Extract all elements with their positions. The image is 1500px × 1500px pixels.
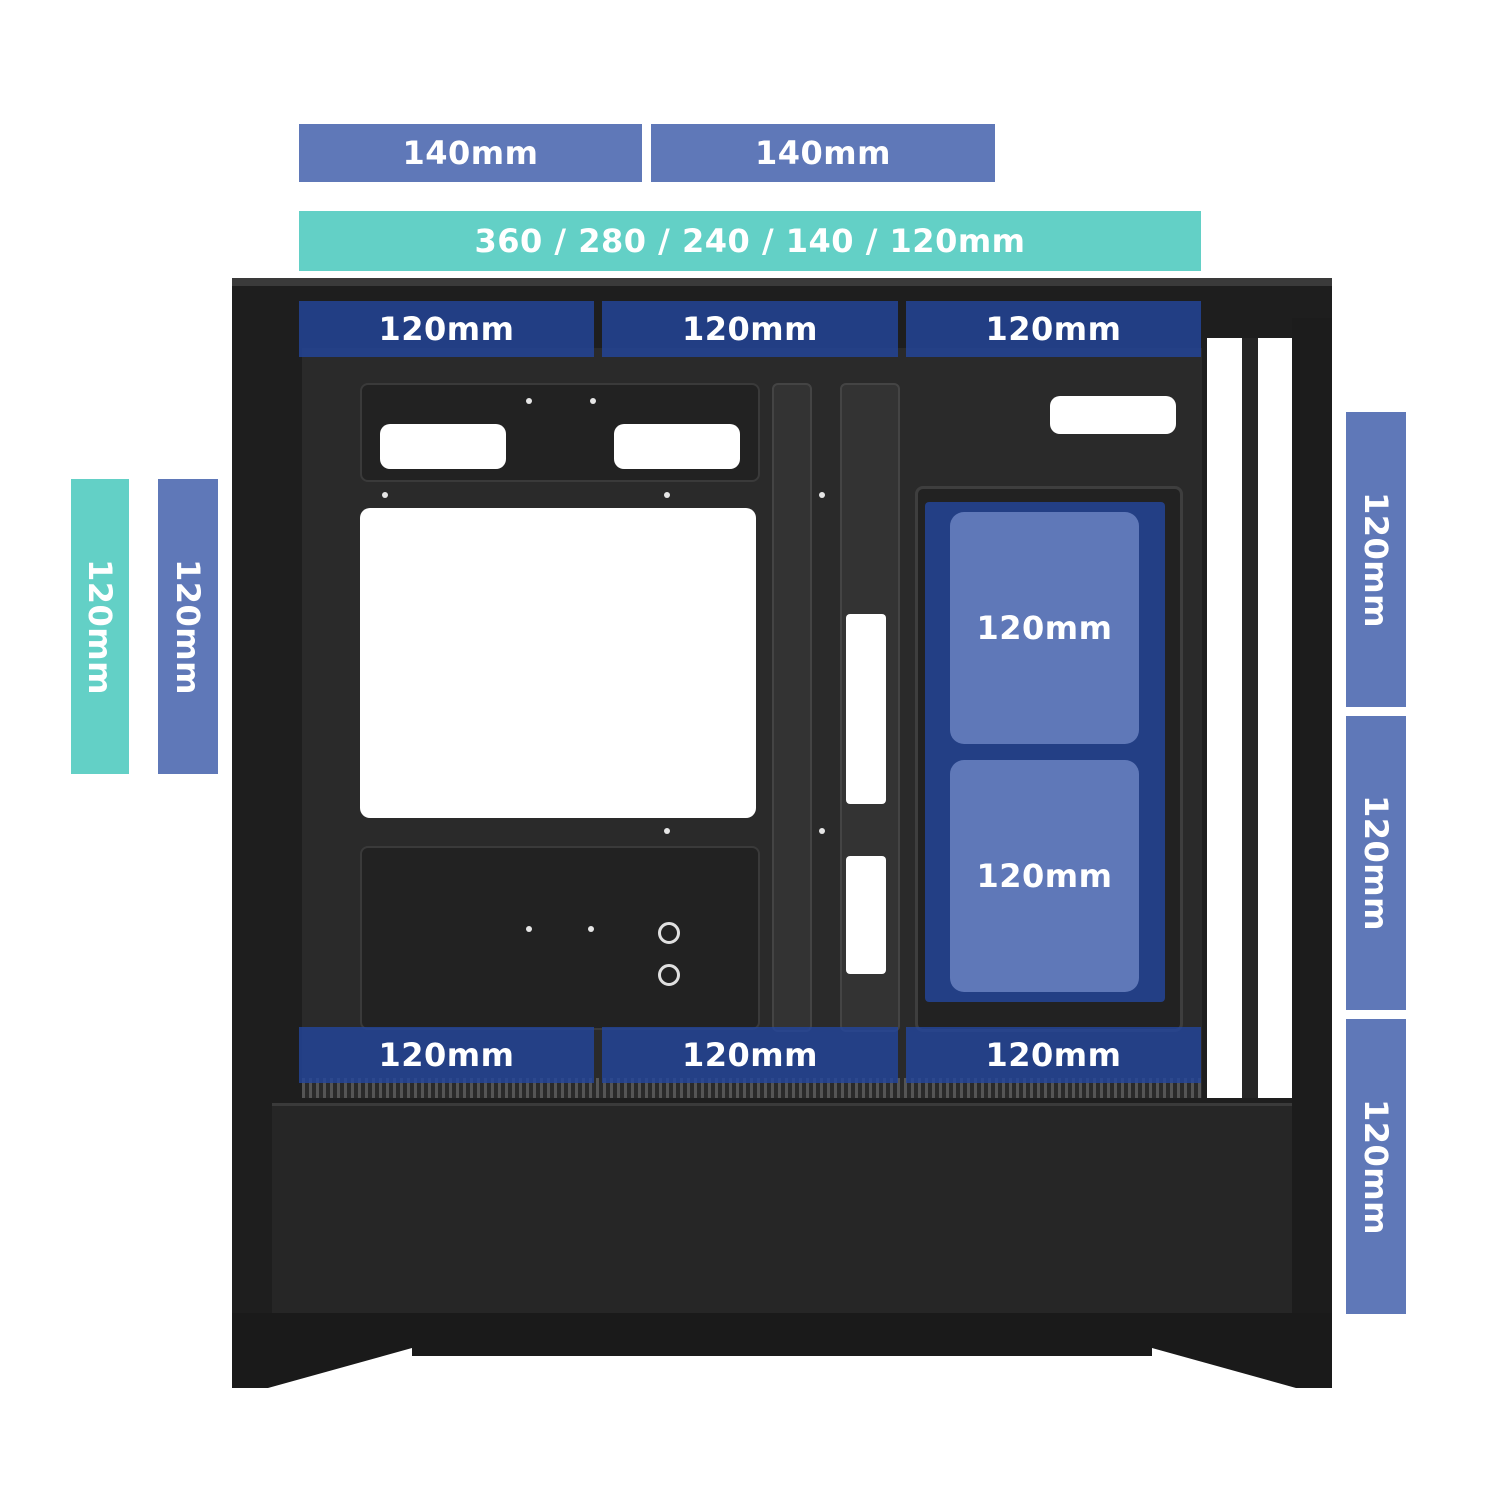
front-pillar [1292, 318, 1332, 1348]
psu-shroud [272, 1103, 1292, 1316]
top-fan-label-2: 140mm [651, 124, 995, 182]
front-fan-label-2: 120mm [1346, 716, 1406, 1010]
inner-top-fan-2: 120mm [602, 301, 898, 357]
inner-bottom-fan-3: 120mm [906, 1027, 1201, 1083]
inner-bottom-fan-2: 120mm [602, 1027, 898, 1083]
foot-left [232, 1348, 412, 1388]
screw-hole-1 [658, 922, 680, 944]
vertical-rail-1 [772, 383, 812, 1032]
front-rail [1242, 338, 1258, 1098]
pc-case [232, 278, 1332, 1388]
rail-cutout-2 [846, 856, 886, 974]
inner-top-fan-1: 120mm [299, 301, 594, 357]
mount-dot [588, 926, 594, 932]
rear-radiator-label: 120mm [71, 479, 129, 774]
rail-cutout-1 [846, 614, 886, 804]
case-base [232, 1313, 1332, 1348]
mount-dot [664, 492, 670, 498]
mount-dot [590, 398, 596, 404]
inner-top-fan-3: 120mm [906, 301, 1201, 357]
cable-cutout-1 [380, 424, 506, 469]
cpu-cutout [360, 508, 756, 818]
top-right-cutout [1050, 396, 1176, 434]
mount-dot [819, 492, 825, 498]
inner-bottom-fan-1: 120mm [299, 1027, 594, 1083]
mount-dot [382, 492, 388, 498]
front-fan-label-3: 120mm [1346, 1019, 1406, 1314]
top-radiator-label: 360 / 280 / 240 / 140 / 120mm [299, 211, 1201, 271]
rear-fan-label: 120mm [158, 479, 218, 774]
mount-dot [819, 828, 825, 834]
mount-dot [526, 398, 532, 404]
bottom-vent [302, 1078, 1202, 1098]
foot-center [412, 1348, 1152, 1356]
case-top-edge [232, 278, 1332, 286]
mount-dot [526, 926, 532, 932]
screw-hole-2 [658, 964, 680, 986]
side-fan-2: 120mm [950, 760, 1139, 992]
top-fan-label-1: 140mm [299, 124, 642, 182]
foot-right [1152, 1348, 1332, 1388]
mount-dot [664, 828, 670, 834]
lower-mount-plate [360, 846, 760, 1030]
front-fan-label-1: 120mm [1346, 412, 1406, 707]
side-fan-1: 120mm [950, 512, 1139, 744]
cable-cutout-2 [614, 424, 740, 469]
